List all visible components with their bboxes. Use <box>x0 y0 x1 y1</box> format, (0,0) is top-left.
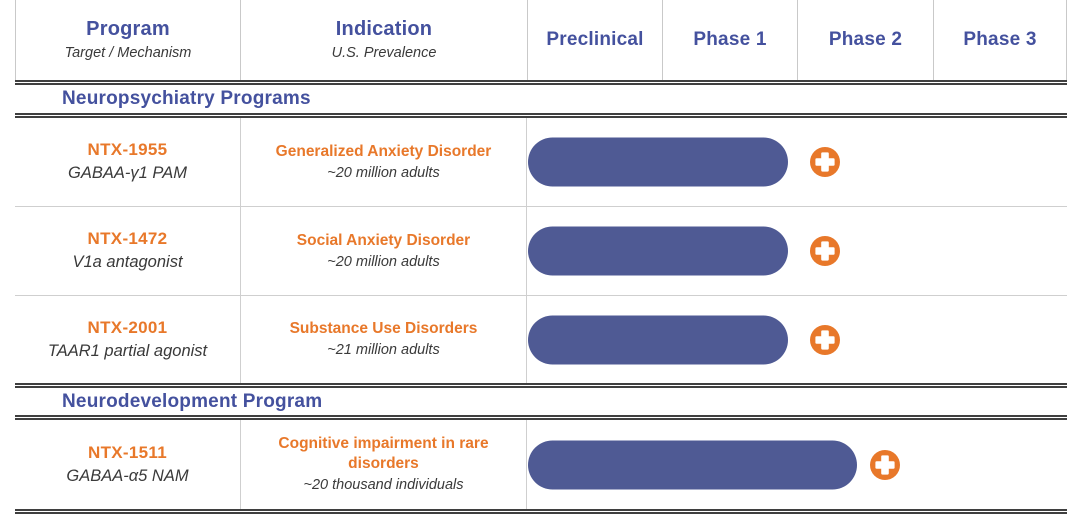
section-header-neurodevelopment: Neurodevelopment Program <box>15 383 1067 420</box>
program-mechanism: TAAR1 partial agonist <box>47 341 208 360</box>
phase-header-label: Phase 3 <box>963 29 1037 51</box>
indication-name: Generalized Anxiety Disorder <box>275 142 492 160</box>
program-name: NTX-1511 <box>88 442 167 462</box>
indication-header-title: Indication <box>335 18 433 41</box>
indication-name: Social Anxiety Disorder <box>296 231 471 249</box>
section-title: Neuropsychiatry Programs <box>62 88 311 109</box>
indication-name: Substance Use Disorders <box>289 320 478 337</box>
indication-header-subtitle: U.S. Prevalence <box>331 45 437 62</box>
indication-column-header: Indication U.S. Prevalence <box>241 0 527 80</box>
plus-icon <box>810 147 841 177</box>
progress-cell <box>527 118 1067 206</box>
progress-bar <box>528 226 789 276</box>
table-bottom-rule <box>15 509 1067 514</box>
section-title: Neurodevelopment Program <box>62 390 323 412</box>
phase-header-phase3: Phase 3 <box>933 0 1067 80</box>
plus-icon <box>810 236 841 266</box>
indication-prevalence: ~20 million adults <box>327 164 440 181</box>
section-header-neuropsychiatry: Neuropsychiatry Programs <box>15 85 1067 118</box>
program-name: NTX-2001 <box>87 317 168 337</box>
indication-cell: Generalized Anxiety Disorder ~20 million… <box>241 118 527 206</box>
program-column-header: Program Target / Mechanism <box>15 0 241 80</box>
progress-bar <box>528 440 858 489</box>
program-cell: NTX-2001 TAAR1 partial agonist <box>15 296 241 383</box>
program-cell: NTX-1511 GABAA-α5 NAM <box>15 420 241 509</box>
indication-prevalence: ~20 million adults <box>327 253 440 270</box>
plus-icon <box>870 449 901 480</box>
progress-bar <box>528 315 789 364</box>
pipeline-row-ntx-2001: NTX-2001 TAAR1 partial agonist Substance… <box>15 296 1067 383</box>
progress-bar <box>528 137 789 187</box>
program-header-subtitle: Target / Mechanism <box>64 45 192 62</box>
indication-prevalence: ~21 million adults <box>327 342 440 359</box>
program-cell: NTX-1472 V1a antagonist <box>15 207 241 295</box>
table-header-row: Program Target / Mechanism Indication U.… <box>15 0 1067 85</box>
plus-icon <box>810 324 841 355</box>
pipeline-row-ntx-1955: NTX-1955 GABAA-γ1 PAM Generalized Anxiet… <box>15 118 1067 207</box>
indication-cell: Cognitive impairment in rare disorders ~… <box>241 420 527 509</box>
phase-header-phase2: Phase 2 <box>797 0 933 80</box>
program-mechanism: GABAA-γ1 PAM <box>68 164 187 183</box>
pipeline-table: Program Target / Mechanism Indication U.… <box>15 0 1067 514</box>
program-header-title: Program <box>86 18 170 41</box>
phase-header-label: Preclinical <box>546 29 644 51</box>
indication-prevalence: ~20 thousand individuals <box>303 477 464 494</box>
program-cell: NTX-1955 GABAA-γ1 PAM <box>15 118 241 206</box>
progress-cell <box>527 296 1067 383</box>
progress-cell <box>527 207 1067 295</box>
indication-cell: Social Anxiety Disorder ~20 million adul… <box>241 207 527 295</box>
pipeline-row-ntx-1472: NTX-1472 V1a antagonist Social Anxiety D… <box>15 207 1067 296</box>
indication-name: Cognitive impairment in rare disorders <box>278 434 489 473</box>
progress-cell <box>527 420 1067 509</box>
phase-header-phase1: Phase 1 <box>662 0 797 80</box>
pipeline-row-ntx-1511: NTX-1511 GABAA-α5 NAM Cognitive impairme… <box>15 420 1067 509</box>
phase-header-label: Phase 1 <box>693 29 767 51</box>
program-mechanism: V1a antagonist <box>72 253 183 272</box>
program-mechanism: GABAA-α5 NAM <box>66 466 189 485</box>
indication-cell: Substance Use Disorders ~21 million adul… <box>241 296 527 383</box>
phase-header-preclinical: Preclinical <box>527 0 662 80</box>
program-name: NTX-1955 <box>87 140 168 160</box>
phase-header-label: Phase 2 <box>828 29 903 51</box>
program-name: NTX-1472 <box>87 229 168 249</box>
